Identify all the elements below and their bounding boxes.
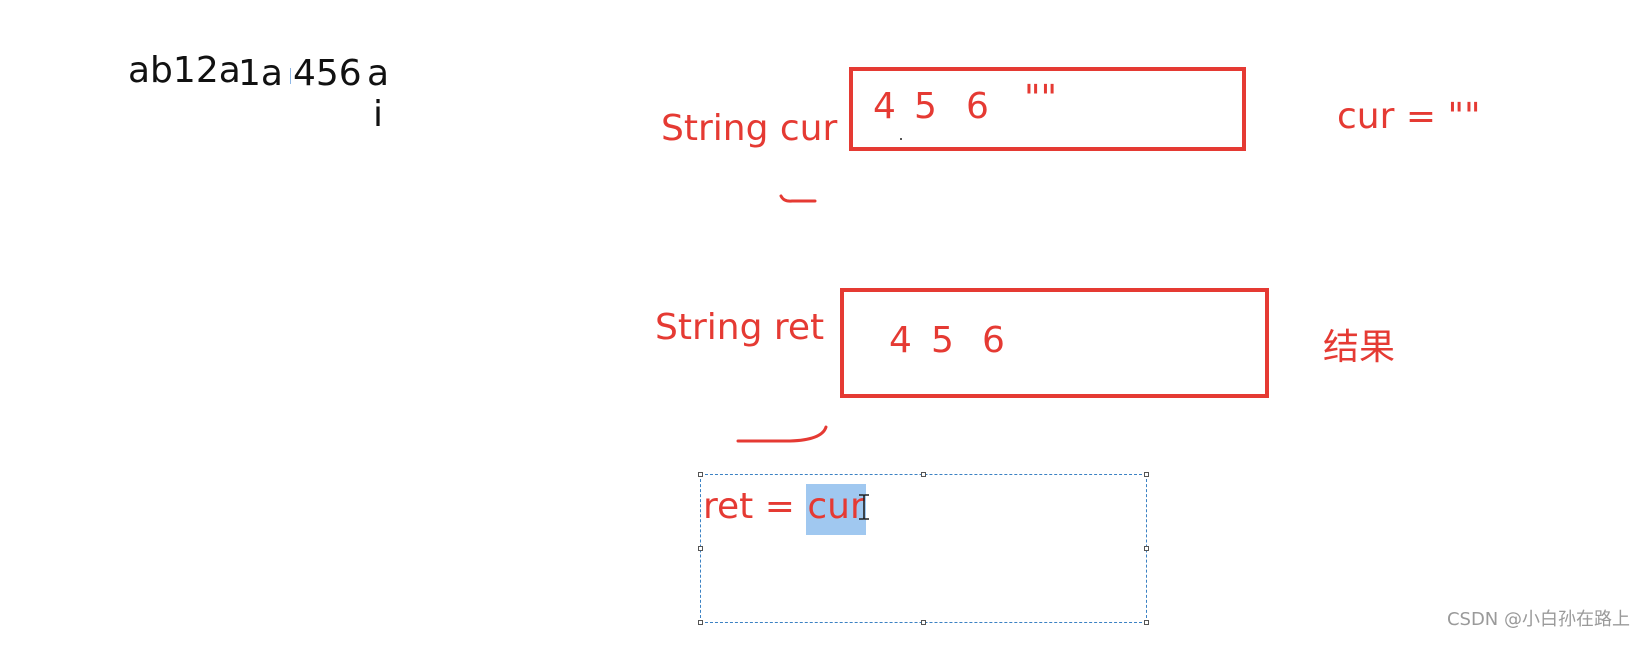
resize-handle-top-left[interactable] <box>698 472 703 477</box>
cur-char-6: 6 <box>966 86 989 127</box>
resize-handle-bottom-center[interactable] <box>921 620 926 625</box>
cur-box <box>849 67 1246 151</box>
resize-handle-bottom-left[interactable] <box>698 620 703 625</box>
cur-char-4: 4 <box>873 86 896 127</box>
textbox-prefix: ret = <box>703 486 807 527</box>
ret-box <box>840 288 1269 398</box>
text-a: a <box>367 53 390 94</box>
cur-char-empty-quotes: "" <box>1024 78 1058 119</box>
text-1a: 1a <box>238 53 283 94</box>
resize-handle-middle-left[interactable] <box>698 546 703 551</box>
ret-char-5: 5 <box>931 320 954 361</box>
textbox-selected-text: cur <box>806 484 866 535</box>
watermark: CSDN @小白孙在路上 <box>1446 609 1630 630</box>
text-456: 456 <box>293 53 362 94</box>
resize-handle-bottom-right[interactable] <box>1144 620 1149 625</box>
cur-assignment: cur = "" <box>1337 96 1481 137</box>
stray-dot <box>900 138 902 140</box>
editing-textbox[interactable] <box>698 472 1149 625</box>
ret-char-6: 6 <box>982 320 1005 361</box>
resize-handle-middle-right[interactable] <box>1144 546 1149 551</box>
textbox-content[interactable]: ret = cur <box>703 484 866 535</box>
i-beam-cursor-icon <box>859 494 869 520</box>
label-string-cur: String cur <box>661 108 838 149</box>
ret-char-4: 4 <box>889 320 912 361</box>
resize-handle-top-right[interactable] <box>1144 472 1149 477</box>
pen-stroke-under-cur <box>779 194 817 203</box>
resize-handle-top-center[interactable] <box>921 472 926 477</box>
pen-stroke-under-ret <box>736 425 828 443</box>
ret-result-label: 结果 <box>1323 327 1396 368</box>
text-cursor-mark <box>290 68 291 84</box>
text-i: i <box>373 94 384 135</box>
cur-char-5: 5 <box>914 86 937 127</box>
label-string-ret: String ret <box>655 307 825 348</box>
text-ab12a: ab12a <box>128 50 241 91</box>
